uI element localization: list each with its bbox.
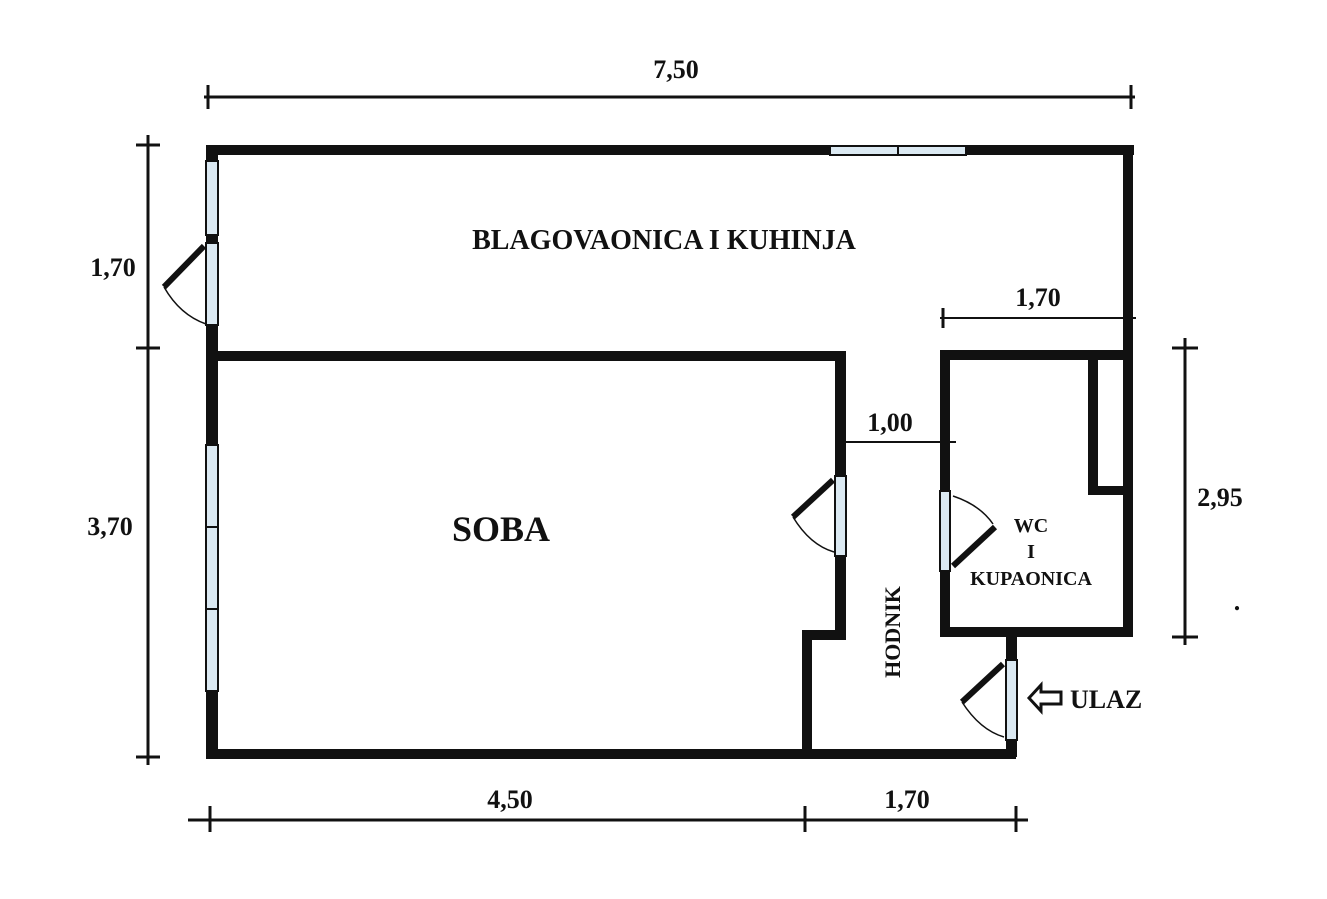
window-top-right	[897, 145, 967, 156]
window-top-left	[829, 145, 899, 156]
window-left-1	[205, 444, 219, 528]
dim-room-width: 4,50	[487, 785, 533, 814]
dim-hall-passage: 1,00	[867, 408, 913, 437]
windows	[205, 145, 967, 692]
dim-bath-depth: 2,95	[1197, 483, 1243, 512]
arrow-left-outline-icon	[1026, 681, 1063, 715]
room-label-bath-1: WC	[1014, 515, 1048, 537]
window-left-top	[205, 160, 219, 236]
dim-hall-width: 1,70	[884, 785, 930, 814]
dim-bath-width: 1,70	[1015, 283, 1061, 312]
door-entrance	[959, 659, 1018, 741]
dimension-lines	[136, 85, 1198, 832]
door-bathroom	[939, 490, 998, 572]
dim-total-width: 7,50	[653, 55, 699, 84]
room-label-bath-3: KUPAONICA	[970, 568, 1092, 590]
door-soba	[790, 475, 847, 557]
room-label-soba: SOBA	[452, 509, 550, 549]
dim-room-depth: 3,70	[87, 512, 133, 541]
room-label-hall: HODNIK	[880, 586, 905, 678]
room-label-kitchen: BLAGOVAONICA I KUHINJA	[472, 225, 857, 256]
window-left-2	[205, 526, 219, 610]
room-label-bath-2: I	[1027, 541, 1035, 563]
dim-kitchen-depth: 1,70	[90, 253, 136, 282]
stray-mark: .	[1234, 587, 1241, 616]
entrance-label: ULAZ	[1070, 685, 1142, 714]
window-left-3	[205, 608, 219, 692]
door-balcony	[161, 242, 219, 326]
